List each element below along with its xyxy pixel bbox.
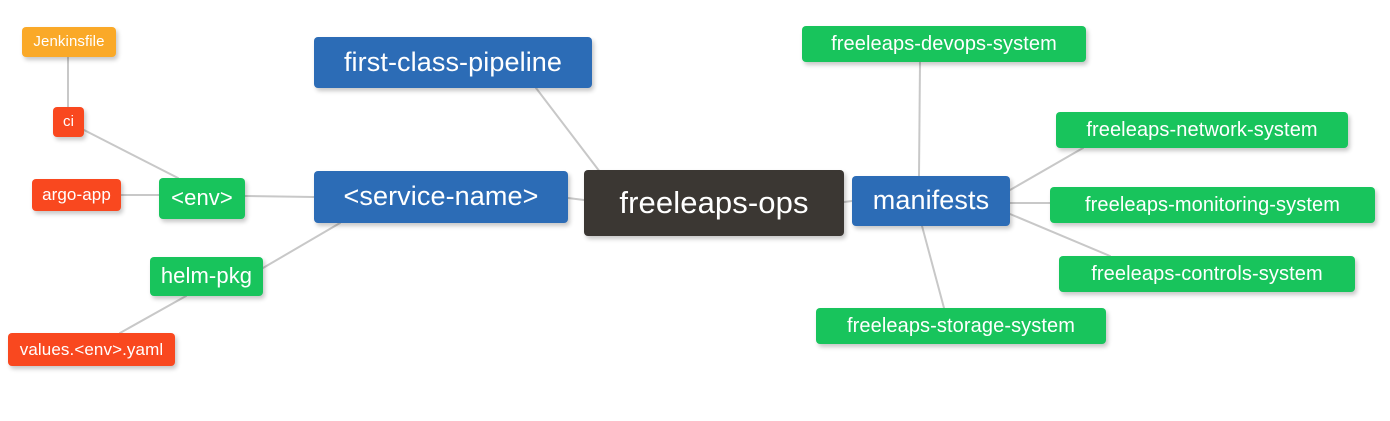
node-label-freeleaps-network-system: freeleaps-network-system [1086, 118, 1318, 141]
node-label-values-env-yaml: values.<env>.yaml [19, 339, 164, 359]
node-freeleaps-devops-system[interactable]: freeleaps-devops-system [802, 26, 1086, 62]
node-manifests[interactable]: manifests [852, 176, 1010, 226]
edge-helm-pkg-to-values-env-yaml [119, 295, 187, 334]
node-label-freeleaps-ops: freeleaps-ops [619, 185, 809, 220]
node-label-freeleaps-monitoring-system: freeleaps-monitoring-system [1084, 193, 1340, 216]
node-ci[interactable]: ci [53, 107, 84, 137]
node-argo-app[interactable]: argo-app [32, 179, 121, 211]
node-label-freeleaps-devops-system: freeleaps-devops-system [831, 32, 1057, 55]
node-helm-pkg[interactable]: helm-pkg [150, 257, 263, 296]
node-freeleaps-network-system[interactable]: freeleaps-network-system [1056, 112, 1348, 148]
node-label-freeleaps-storage-system: freeleaps-storage-system [846, 314, 1076, 337]
node-freeleaps-ops[interactable]: freeleaps-ops [584, 170, 844, 236]
edge-freeleaps-ops-to-service-name [567, 197, 585, 201]
edge-service-name-to-helm-pkg [262, 222, 341, 269]
node-jenkinsfile[interactable]: Jenkinsfile [22, 27, 116, 57]
node-first-class-pipeline[interactable]: first-class-pipeline [314, 37, 592, 88]
node-freeleaps-monitoring-system[interactable]: freeleaps-monitoring-system [1050, 187, 1375, 223]
node-label-service-name: <service-name> [343, 181, 539, 211]
edge-manifests-to-freeleaps-storage-system [921, 225, 945, 309]
node-freeleaps-storage-system[interactable]: freeleaps-storage-system [816, 308, 1106, 344]
edge-manifests-to-freeleaps-devops-system [918, 61, 921, 177]
edge-freeleaps-ops-to-manifests [843, 200, 853, 203]
edge-env-to-ci [83, 129, 179, 179]
node-values-env-yaml[interactable]: values.<env>.yaml [8, 333, 175, 366]
edge-service-name-to-env [244, 195, 315, 198]
edge-freeleaps-ops-to-first-class-pipeline [535, 87, 601, 173]
node-label-jenkinsfile: Jenkinsfile [33, 33, 105, 50]
node-service-name[interactable]: <service-name> [314, 171, 568, 223]
node-label-ci: ci [62, 113, 75, 130]
node-freeleaps-controls-system[interactable]: freeleaps-controls-system [1059, 256, 1355, 292]
node-label-first-class-pipeline: first-class-pipeline [343, 46, 563, 77]
node-label-env: <env> [171, 185, 233, 210]
node-label-manifests: manifests [872, 185, 990, 215]
node-label-helm-pkg: helm-pkg [160, 263, 253, 288]
node-label-argo-app: argo-app [42, 185, 111, 204]
node-env[interactable]: <env> [159, 178, 245, 219]
edge-manifests-to-freeleaps-network-system [1009, 147, 1084, 191]
node-label-freeleaps-controls-system: freeleaps-controls-system [1091, 262, 1323, 285]
